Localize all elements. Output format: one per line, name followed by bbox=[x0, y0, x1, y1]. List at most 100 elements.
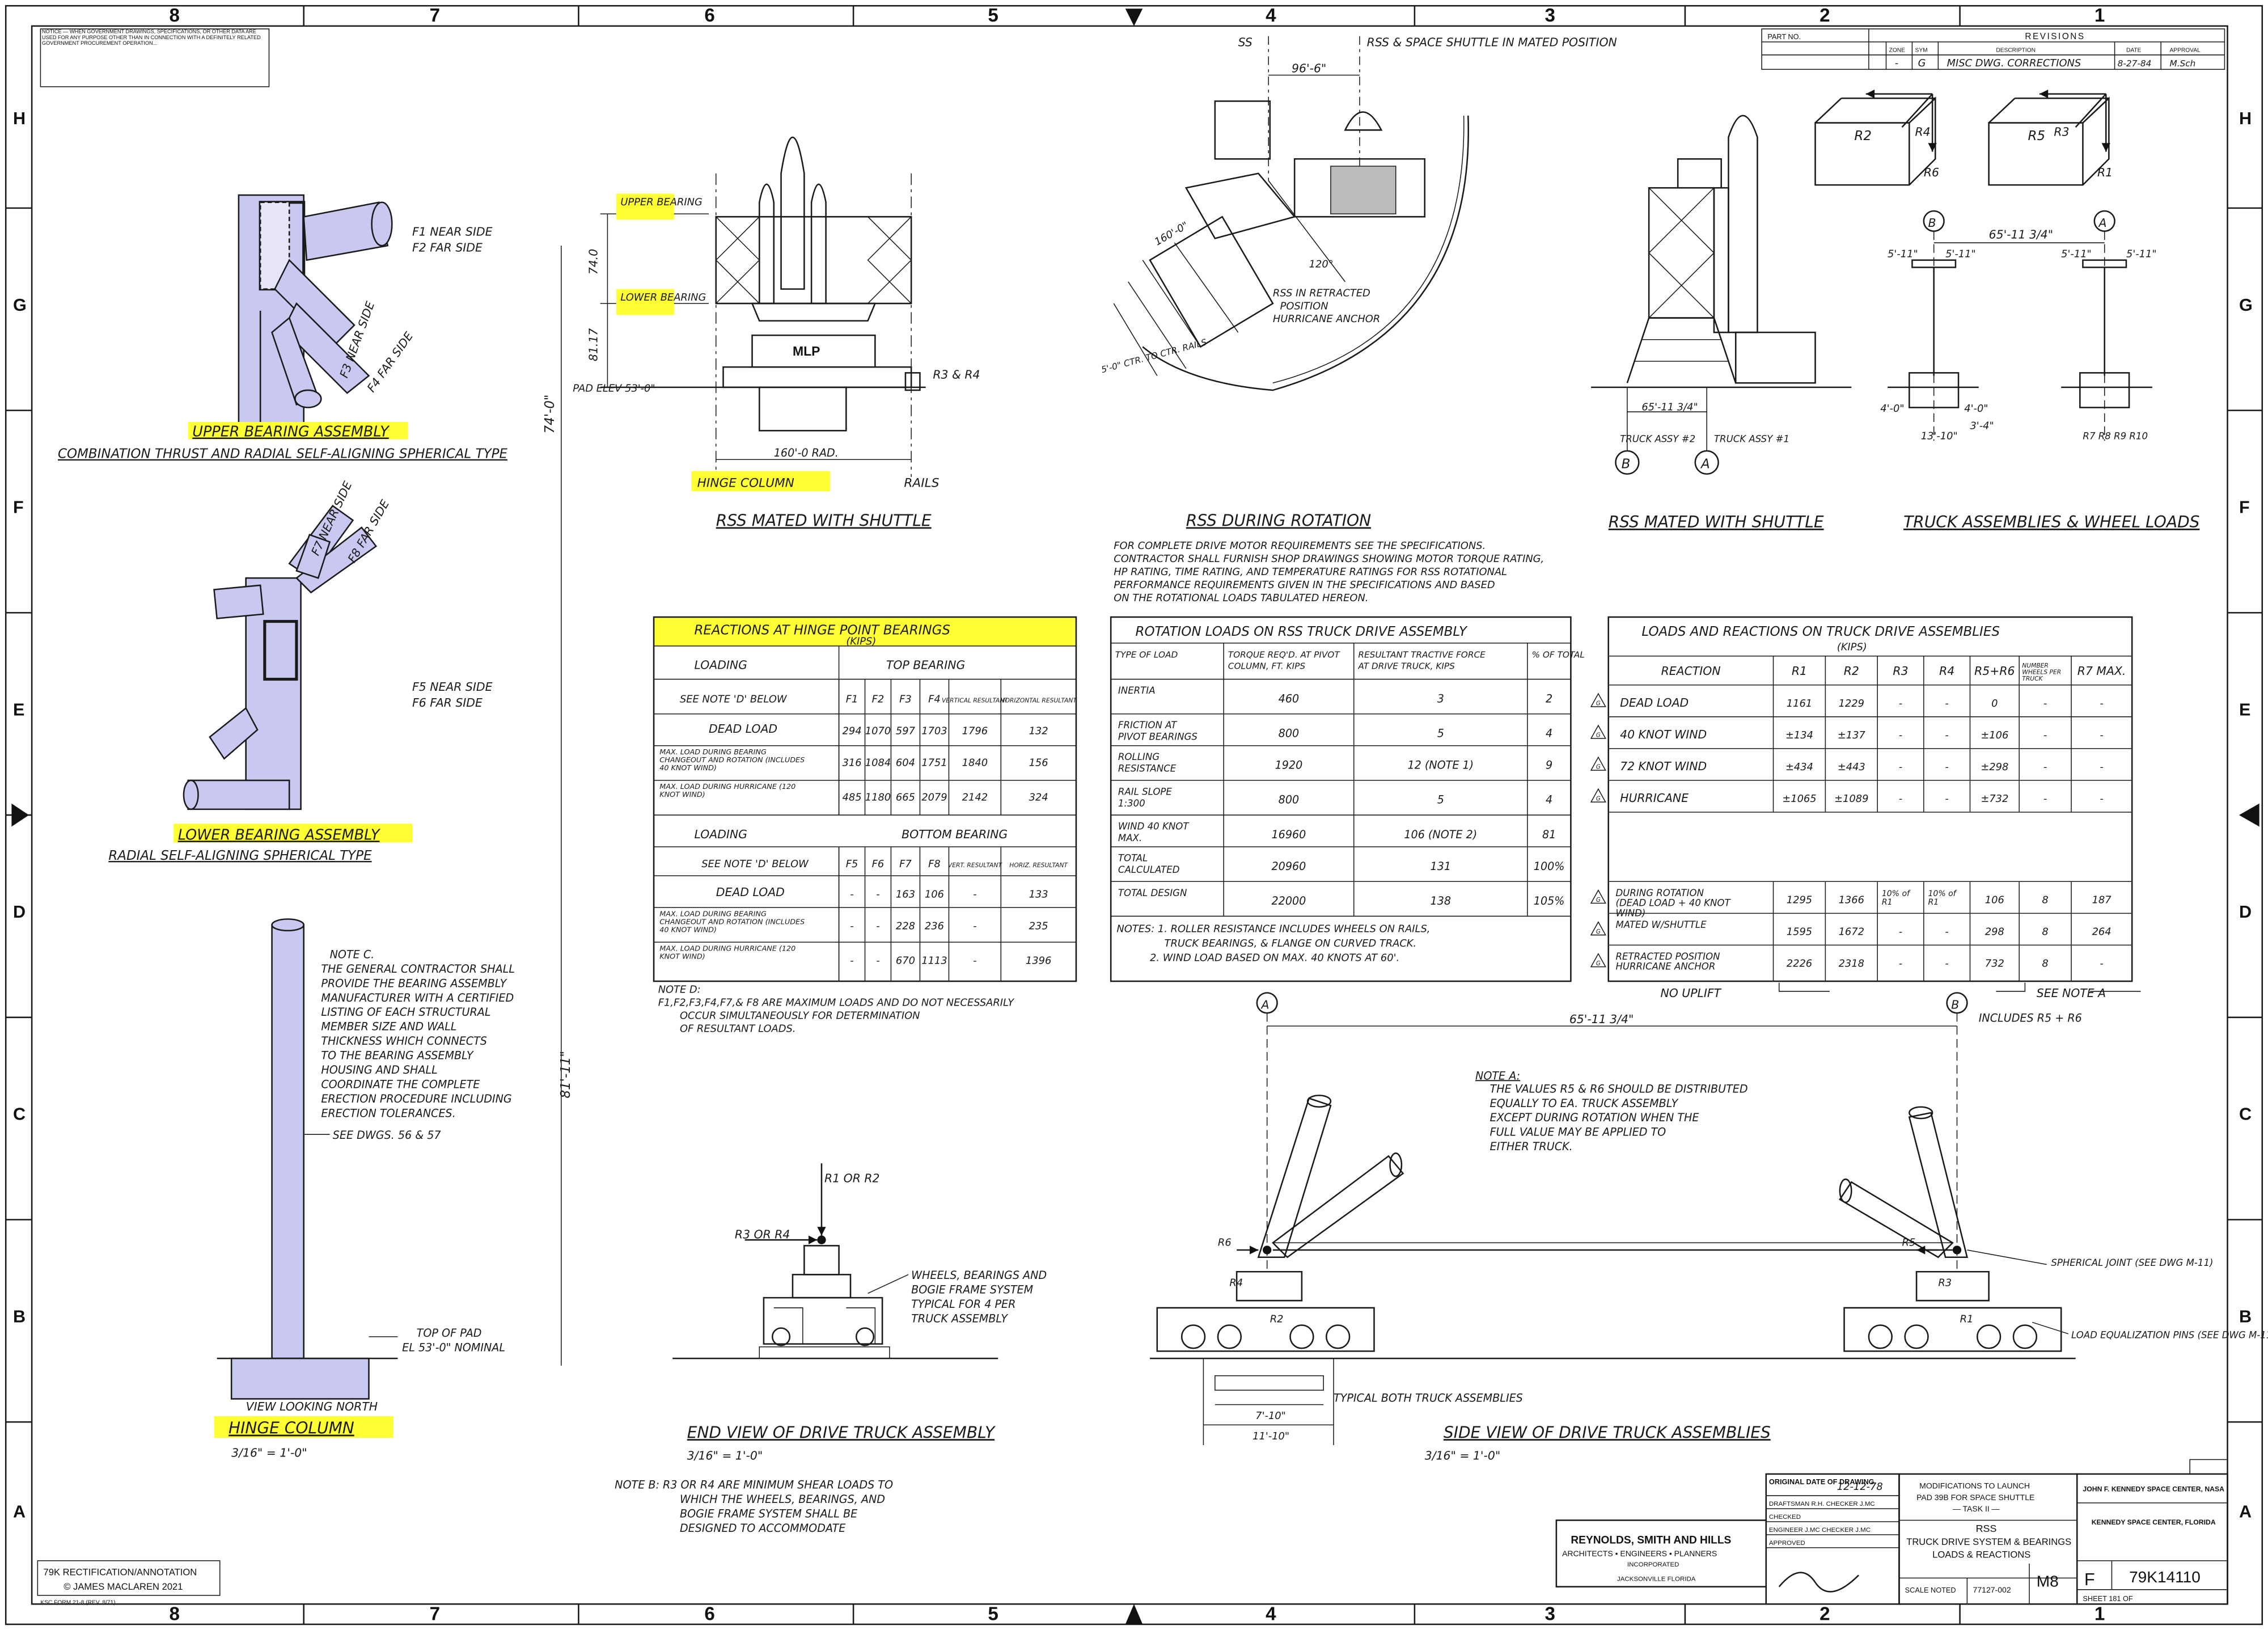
rotation-col-header: TORQUE REQ'D. AT PIVOT bbox=[1228, 649, 1341, 660]
note-c-line: LISTING OF EACH STRUCTURAL bbox=[321, 1006, 490, 1019]
truck-table-title: LOADS AND REACTIONS ON TRUCK DRIVE ASSEM… bbox=[1641, 624, 2000, 639]
f2-label: F2 FAR SIDE bbox=[412, 240, 483, 254]
truck-row-label: (DEAD LOAD + 40 KNOT bbox=[1615, 898, 1731, 909]
hinge-column-scale: 3/16" = 1'-0" bbox=[231, 1446, 307, 1459]
note-a-line: NOTE A: bbox=[1475, 1069, 1520, 1082]
spec-line: ON THE ROTATIONAL LOADS TABULATED HEREON… bbox=[1114, 592, 1368, 604]
hinge-bot-value: - bbox=[973, 888, 976, 900]
hinge-bot-col: F5 bbox=[846, 858, 858, 870]
truck-row-label: RETRACTED POSITION bbox=[1615, 951, 1720, 962]
rotation-col-header: AT DRIVE TRUCK, KIPS bbox=[1357, 661, 1455, 672]
end-r3-r4: R3 OR R4 bbox=[735, 1228, 790, 1241]
truck-value: - bbox=[1899, 761, 1902, 773]
hinge-top-value: 132 bbox=[1029, 725, 1048, 737]
watermark-box bbox=[37, 1560, 221, 1596]
truck-value: 732 bbox=[1985, 958, 2004, 970]
truck-value: - bbox=[1945, 729, 1948, 741]
rotation-force: 3 bbox=[1437, 692, 1444, 705]
zone-col-label: 1 bbox=[2094, 1603, 2105, 1624]
view-looking-north: VIEW LOOKING NORTH bbox=[246, 1400, 378, 1413]
hinge-top-value: 1180 bbox=[865, 792, 891, 804]
truck-value: - bbox=[2100, 729, 2103, 741]
dim-74: 74'-0" bbox=[543, 395, 557, 434]
upper-bearing-highlight bbox=[188, 422, 408, 440]
note-c-line: NOTE C. bbox=[330, 948, 375, 961]
rev-head-sym: SYM bbox=[1915, 48, 1928, 54]
rss-rotation-title: RSS DURING ROTATION bbox=[1186, 511, 1371, 530]
truck-row-label: DURING ROTATION bbox=[1615, 888, 1704, 898]
truck-value: - bbox=[1945, 793, 1948, 805]
zone-row-label: E bbox=[2239, 700, 2250, 719]
end-view-title: END VIEW OF DRIVE TRUCK ASSEMBLY bbox=[687, 1423, 996, 1442]
orig-date: 12-12-78 bbox=[1837, 1481, 1883, 1493]
checked-label: CHECKED bbox=[1769, 1514, 1801, 1521]
rss-hinge-column: HINGE COLUMN bbox=[697, 476, 794, 491]
revision-delta bbox=[1590, 921, 1606, 936]
hinge-row-label: MAX. LOAD DURING BEARING bbox=[659, 910, 767, 918]
side-grid-b: B bbox=[1951, 998, 1959, 1012]
note-a-line: EQUALLY TO EA. TRUCK ASSEMBLY bbox=[1490, 1097, 1679, 1110]
truck-value: - bbox=[1945, 761, 1948, 773]
note-d-line: F1,F2,F3,F4,F7,& F8 ARE MAXIMUM LOADS AN… bbox=[658, 996, 1015, 1008]
engineer-line: ENGINEER J.MC CHECKER J.MC bbox=[1769, 1527, 1871, 1534]
rss-mated-right-title: RSS MATED WITH SHUTTLE bbox=[1609, 513, 1824, 531]
truck-value: 1295 bbox=[1787, 894, 1812, 906]
zone-col-label: 7 bbox=[430, 1603, 440, 1624]
notice-text-container: NOTICE — WHEN GOVERNMENT DRAWINGS, SPECI… bbox=[42, 29, 261, 47]
truck-table-units: (KIPS) bbox=[1837, 641, 1867, 653]
truck-value: - bbox=[1899, 698, 1902, 710]
dwg-number: 79K14110 bbox=[2129, 1568, 2201, 1586]
hinge-top-value: 2142 bbox=[962, 792, 988, 804]
revision-delta bbox=[1590, 953, 1606, 968]
wheels-line: TYPICAL FOR 4 PER bbox=[911, 1298, 1015, 1311]
f8-label: F8 FAR SIDE bbox=[345, 497, 392, 565]
truck-value: - bbox=[2100, 698, 2103, 710]
hinge-top-col: F3 bbox=[899, 693, 912, 705]
tr-d1310: 13'-10" bbox=[1921, 430, 1958, 442]
tr-r4: R4 bbox=[1915, 125, 1931, 139]
truck-reactions-table: LOADS AND REACTIONS ON TRUCK DRIVE ASSEM… bbox=[1590, 616, 2133, 982]
hinge-top-value: 1840 bbox=[962, 757, 988, 768]
hinge-top-col: HORIZONTAL RESULTANT bbox=[1000, 696, 1077, 704]
orig-label: ORIGINAL DATE OF DRAWING bbox=[1769, 1477, 1875, 1486]
center-mark-bottom bbox=[1125, 1604, 1143, 1624]
hinge-bot-col: VERT. RESULTANT bbox=[948, 862, 1002, 869]
hinge-column-title: HINGE COLUMN bbox=[229, 1419, 354, 1438]
cl-ss: SS bbox=[1238, 36, 1253, 49]
truck-value: ±443 bbox=[1838, 761, 1865, 773]
zone-col-label: 3 bbox=[1545, 1603, 1555, 1624]
wheels-line: BOGIE FRAME SYSTEM bbox=[911, 1283, 1033, 1296]
spec-line: CONTRACTOR SHALL FURNISH SHOP DRAWINGS S… bbox=[1114, 553, 1544, 565]
zone-col-label: 3 bbox=[1545, 5, 1555, 26]
rotation-note: 2. WIND LOAD BASED ON MAX. 40 KNOTS AT 6… bbox=[1150, 952, 1399, 964]
note-b-line: DESIGNED TO ACCOMMODATE bbox=[680, 1522, 846, 1535]
truck-row-label: MATED W/SHUTTLE bbox=[1615, 919, 1707, 930]
part-no-label: PART NO. bbox=[1767, 32, 1801, 41]
sheet-number: SHEET 181 OF bbox=[2083, 1594, 2133, 1603]
truck-value: 2318 bbox=[1839, 958, 1864, 970]
firm-inc: INCORPORATED bbox=[1627, 1561, 1679, 1568]
truck-value: 1366 bbox=[1839, 894, 1864, 906]
rss-lower-bearing: LOWER BEARING bbox=[620, 292, 706, 303]
f4-label: F4 FAR SIDE bbox=[365, 330, 416, 395]
rotation-torque: 800 bbox=[1279, 727, 1300, 740]
note-d-line: OCCUR SIMULTANEOUSLY FOR DETERMINATION bbox=[680, 1010, 920, 1021]
truck-value: 1229 bbox=[1839, 698, 1864, 710]
truck-value: 187 bbox=[2092, 894, 2112, 906]
truck-col-header: NUMBER bbox=[2022, 662, 2049, 669]
zone-row-label: A bbox=[2239, 1502, 2252, 1521]
side-view-dim: 65'-11 3/4" bbox=[1569, 1012, 1634, 1026]
revision-delta-label: G bbox=[1596, 961, 1601, 967]
center-mark-top bbox=[1125, 9, 1143, 26]
top-of-pad-el: EL 53'-0" NOMINAL bbox=[402, 1341, 505, 1354]
hinge-bot-value: - bbox=[876, 920, 879, 932]
hinge-bot-value: 163 bbox=[896, 888, 915, 900]
truck-value: - bbox=[1945, 958, 1948, 970]
tr-r2: R2 bbox=[1854, 129, 1872, 143]
hinge-bottom-label: BOTTOM BEARING bbox=[902, 827, 1008, 841]
hinge-bot-value: - bbox=[973, 920, 976, 932]
truck-assy-1: TRUCK ASSY #1 bbox=[1714, 434, 1789, 445]
proj-line: — TASK II — bbox=[1953, 1504, 2000, 1513]
note-b: NOTE B: R3 OR R4 ARE MINIMUM SHEAR LOADS… bbox=[615, 1478, 893, 1534]
rotation-row-label: PIVOT BEARINGS bbox=[1118, 732, 1198, 742]
